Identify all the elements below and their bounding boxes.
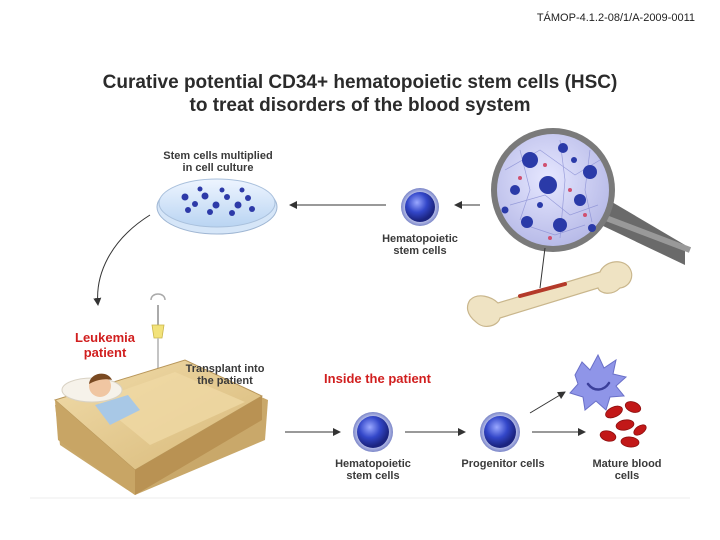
patient-bed-illustration (53, 359, 268, 495)
red-blood-cells-icon (599, 401, 647, 448)
magnifier-icon (491, 128, 692, 265)
label-mature-line1: Mature blood (592, 458, 662, 470)
label-transplant-line2: the patient (197, 375, 253, 387)
label-hsc-bottom: Hematopoietic stem cells (318, 458, 428, 482)
label-progenitor: Progenitor cells (461, 458, 545, 470)
label-cell-culture-line2: in cell culture (182, 162, 254, 174)
header-code: TÁMOP-4.1.2-08/1/A-2009-0011 (536, 12, 695, 24)
label-hsc-bottom-line2: stem cells (346, 470, 400, 482)
hematopoietic-stem-cell-top (401, 188, 439, 226)
arrow-to-white-cell (529, 391, 566, 414)
label-leukemia-patient: Leukemia patient (55, 330, 155, 360)
white-blood-cell-icon (569, 353, 628, 411)
label-mature-blood-cells: Mature blood cells (572, 458, 682, 482)
label-hsc-bottom-line1: Hematopoietic (335, 458, 411, 470)
label-cell-culture: Stem cells multiplied in cell culture (148, 150, 288, 174)
connector-line (539, 247, 546, 289)
page-title: Curative potential CD34+ hematopoietic s… (60, 71, 660, 117)
label-leukemia-line2: patient (83, 345, 127, 360)
title-line-2: to treat disorders of the blood system (189, 95, 531, 116)
label-hsc-top: Hematopoietic stem cells (360, 233, 480, 257)
label-transplant-line1: Transplant into (185, 363, 265, 375)
title-line-1: Curative potential CD34+ hematopoietic s… (102, 72, 618, 93)
label-hsc-top-line1: Hematopoietic (382, 233, 458, 245)
label-leukemia-line1: Leukemia (75, 330, 135, 345)
label-transplant: Transplant into the patient (170, 363, 280, 387)
progenitor-cell (480, 412, 520, 452)
label-cell-culture-line1: Stem cells multiplied (163, 150, 273, 162)
hematopoietic-stem-cell-bottom (353, 412, 393, 452)
petri-dish-icon (156, 178, 278, 235)
label-mature-line2: cells (614, 470, 640, 482)
label-inside-patient: Inside the patient (324, 371, 431, 386)
bone-icon (466, 261, 633, 327)
arrow-culture-to-patient (93, 214, 151, 306)
label-hsc-top-line2: stem cells (393, 245, 447, 257)
